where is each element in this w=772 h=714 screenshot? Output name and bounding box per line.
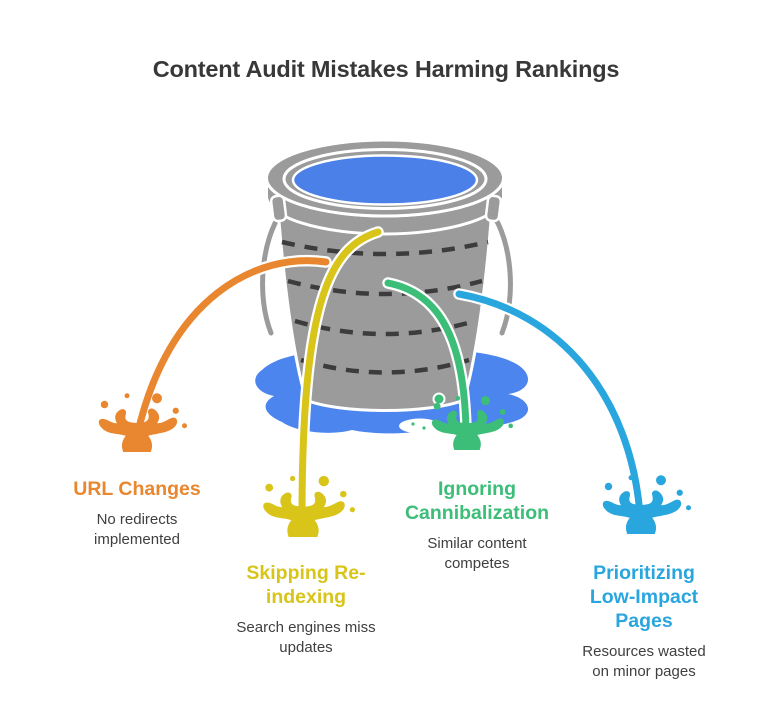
page-title: Content Audit Mistakes Harming Rankings: [152, 55, 620, 82]
handle-tab-left: [269, 194, 288, 223]
puddle-speck: [422, 426, 426, 430]
water-surface: [291, 154, 479, 206]
handle-tab-right: [484, 194, 503, 223]
bucket-band: [281, 239, 489, 257]
category-title: Ignoring Cannibalization: [404, 478, 550, 524]
category-description: Search engines miss updates: [236, 619, 376, 656]
puddle-highlight: [399, 418, 441, 434]
handle-wire-right: [489, 210, 513, 336]
category-skipping-reindexing: Skipping Re- indexing Search engines mis…: [236, 561, 375, 657]
splash-prioritizing-low-impact: [602, 475, 691, 534]
puddle-speck: [411, 422, 415, 426]
category-title: Prioritizing Low-Impact Pages: [589, 562, 699, 632]
category-title: URL Changes: [73, 478, 201, 500]
category-url-changes: URL Changes No redirects implemented: [73, 477, 201, 549]
category-ignoring-cannibalization: Ignoring Cannibalization Similar content…: [405, 477, 549, 573]
drip-dot: [432, 392, 446, 406]
category-description: Resources wasted on minor pages: [582, 643, 706, 680]
category-prioritizing-low-impact: Prioritizing Low-Impact Pages Resources …: [582, 561, 705, 681]
splash-skipping-reindexing: [263, 475, 355, 537]
bucket-band: [287, 278, 483, 297]
bucket-band: [300, 357, 470, 375]
category-description: No redirects implemented: [94, 511, 180, 548]
category-title: Skipping Re- indexing: [246, 562, 366, 608]
category-description: Similar content competes: [427, 535, 527, 572]
